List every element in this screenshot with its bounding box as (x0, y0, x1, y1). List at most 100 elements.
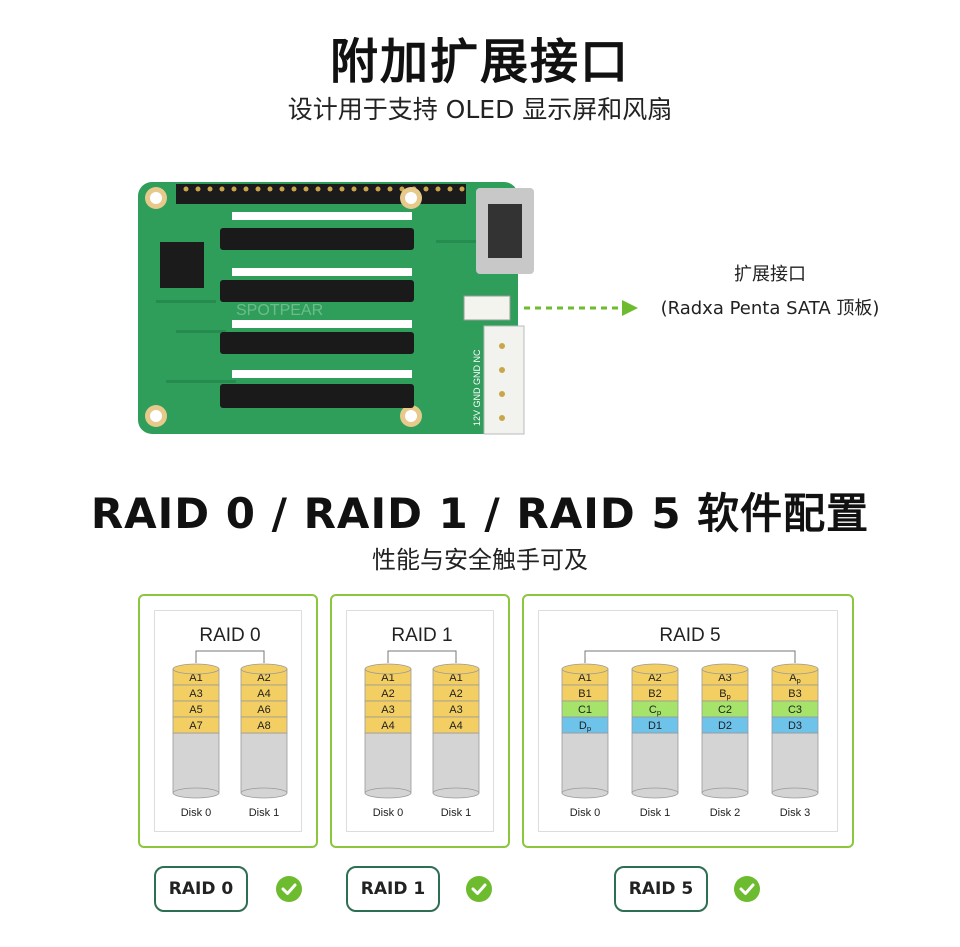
disk-block (432, 716, 480, 734)
disk-base (172, 787, 220, 799)
disk-block (364, 716, 412, 734)
raid-0-button[interactable]: RAID 0 (154, 866, 248, 912)
block-label: A2 (257, 672, 270, 684)
raid-bracket (584, 650, 796, 663)
raid-bracket (387, 650, 457, 663)
fan-header (463, 295, 511, 321)
block-label: B3 (788, 688, 801, 700)
raid-title: RAID 1 (391, 625, 452, 646)
check-icon (276, 876, 302, 902)
block-label: A4 (381, 720, 394, 732)
molex-connector (483, 325, 525, 435)
block-label: C2 (718, 704, 732, 716)
block-label: A1 (189, 672, 202, 684)
disk-base (240, 787, 288, 799)
disk-label: Disk 3 (780, 807, 811, 819)
block-label: Ap (789, 672, 801, 685)
check-icon (734, 876, 760, 902)
disk-base (771, 787, 819, 799)
check-icon (466, 876, 492, 902)
watermark: SPOTPEAR (236, 302, 323, 319)
disk-label: Disk 0 (570, 807, 601, 819)
disk-top (364, 663, 412, 675)
disk-base (561, 787, 609, 799)
block-label: A4 (449, 720, 462, 732)
disk-top (172, 663, 220, 675)
extension-label: 扩展接口 (Radxa Penta SATA 顶板) (640, 258, 900, 326)
block-label: A6 (257, 704, 270, 716)
raid-1-button[interactable]: RAID 1 (346, 866, 440, 912)
block-label: C3 (788, 704, 802, 716)
expansion-board-image: 12V GND GND NC SPOTPEAR (138, 182, 534, 435)
disk-body (172, 732, 220, 794)
disk-base (364, 787, 412, 799)
disk-block (701, 716, 749, 734)
disk-block (561, 716, 609, 734)
block-label: B2 (648, 688, 661, 700)
disk-base (631, 787, 679, 799)
disk-body (240, 732, 288, 794)
block-label: A5 (189, 704, 202, 716)
extension-label-desc: (Radxa Penta SATA 顶板) (660, 298, 880, 319)
disk-top (771, 663, 819, 675)
disk-label: Disk 1 (441, 807, 472, 819)
raid-5-button[interactable]: RAID 5 (614, 866, 708, 912)
disk-top (631, 663, 679, 675)
gpio-header (176, 184, 466, 204)
block-label: A7 (189, 720, 202, 732)
block-label: B1 (578, 688, 591, 700)
raid-title: RAID 0 (199, 625, 260, 646)
block-label: D1 (648, 720, 662, 732)
block-label: A2 (381, 688, 394, 700)
block-label: A3 (189, 688, 202, 700)
disk-body (432, 732, 480, 794)
arrow-icon (524, 300, 638, 316)
disk-body (771, 732, 819, 794)
block-label: A1 (381, 672, 394, 684)
disk-base (701, 787, 749, 799)
block-label: A3 (718, 672, 731, 684)
block-label: D2 (718, 720, 732, 732)
sata-connectors (220, 212, 414, 408)
raid-bracket (195, 650, 265, 663)
page-subtitle: 设计用于支持 OLED 显示屏和风扇 (287, 95, 673, 124)
disk-top (701, 663, 749, 675)
disk-body (364, 732, 412, 794)
pcb-traces (156, 240, 476, 383)
disk-top (561, 663, 609, 675)
controller-chip (160, 242, 204, 288)
disk-label: Disk 0 (181, 807, 212, 819)
block-label: A3 (449, 704, 462, 716)
disk-block (771, 716, 819, 734)
display-port (476, 188, 534, 274)
block-label: A1 (449, 672, 462, 684)
block-label: Cp (649, 704, 661, 717)
disk-body (561, 732, 609, 794)
disk-body (701, 732, 749, 794)
extension-label-title: 扩展接口 (734, 264, 806, 285)
raid-section-subtitle: 性能与安全触手可及 (372, 546, 588, 574)
block-label: A2 (449, 688, 462, 700)
disk-label: Disk 2 (710, 807, 741, 819)
disk-body (631, 732, 679, 794)
mounting-holes (145, 187, 422, 427)
block-label: C1 (578, 704, 592, 716)
disk-block (172, 716, 220, 734)
block-label: D3 (788, 720, 802, 732)
power-silkscreen: 12V GND GND NC (472, 349, 482, 426)
block-label: Bp (719, 688, 731, 701)
block-label: A1 (578, 672, 591, 684)
